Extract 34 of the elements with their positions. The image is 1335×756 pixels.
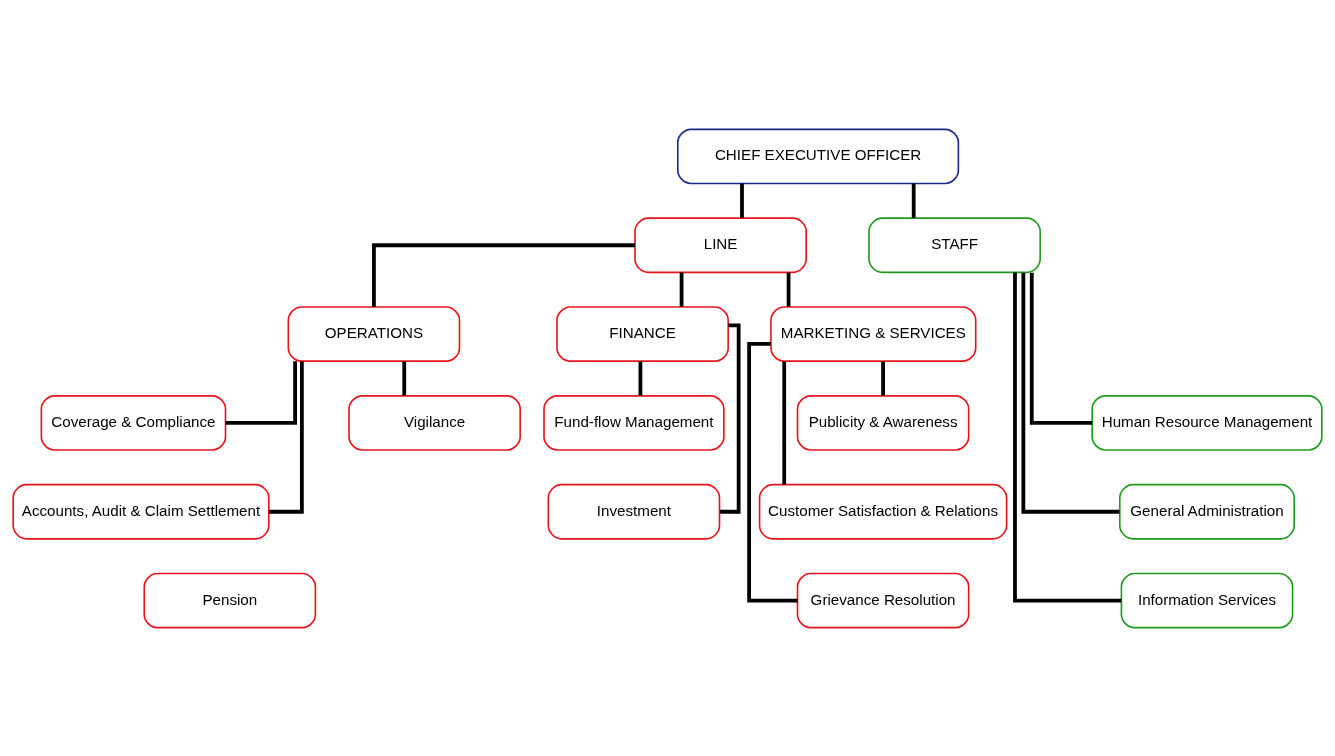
node-box: Human Resource Management: [1091, 394, 1323, 451]
connector: [1029, 272, 1093, 425]
connector: [719, 323, 741, 514]
node-box: Customer Satisfaction & Relations: [758, 483, 1008, 540]
node-box: Information Services: [1120, 572, 1294, 628]
node-box: OPERATIONS: [287, 305, 461, 362]
node-box: General Administration: [1118, 483, 1296, 540]
connector: [402, 360, 407, 396]
connector: [881, 360, 885, 396]
connector: [638, 360, 643, 396]
node-box: Coverage & Compliance: [40, 394, 227, 451]
connector: [747, 341, 798, 602]
node-box: Grievance Resolution: [796, 572, 970, 628]
connector: [679, 271, 684, 307]
connector: [782, 360, 787, 485]
connector: [740, 183, 744, 218]
connector: [911, 183, 916, 218]
node-box: FINANCE: [556, 305, 729, 362]
node-box: LINE: [634, 216, 807, 273]
node-box: Publicity & Awareness: [796, 394, 970, 451]
connector: [1021, 272, 1120, 514]
node-box: STAFF: [868, 216, 1041, 273]
connector: [786, 271, 791, 307]
connector: [225, 360, 297, 425]
node-box: CHIEF EXECUTIVE OFFICER: [676, 128, 960, 184]
node-box: MARKETING & SERVICES: [770, 305, 977, 362]
node-box: Pension: [143, 572, 317, 628]
node-box: Vigilance: [348, 394, 521, 451]
connector: [268, 360, 304, 514]
node-box: Accounts, Audit & Claim Settlement: [12, 483, 270, 540]
connector: [372, 242, 635, 307]
node-box: Fund-flow Management: [543, 394, 725, 451]
node-box: Investment: [547, 483, 721, 540]
connector: [1013, 272, 1122, 602]
